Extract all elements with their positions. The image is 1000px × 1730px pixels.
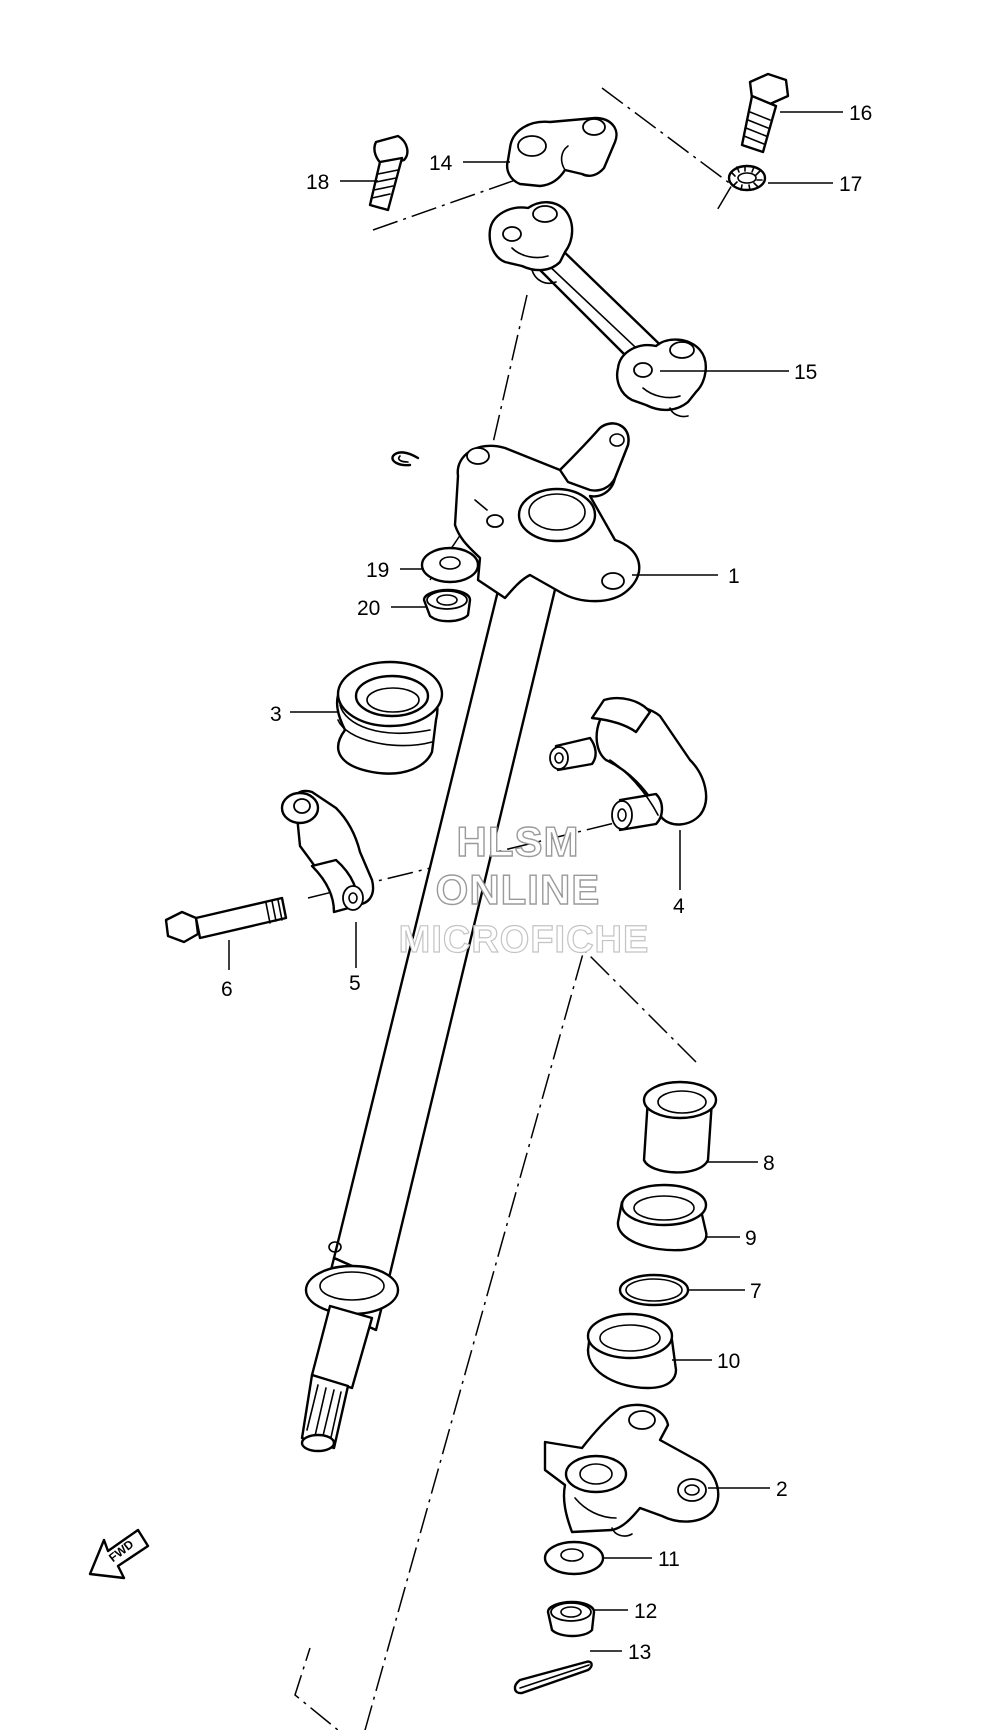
- watermark-line-2: ONLINE: [436, 866, 601, 913]
- callout-15: 15: [794, 361, 817, 384]
- callout-numbers: 1 2 3 4 5 6 7 8 9 10 11 12 13 14 15 16 1…: [221, 102, 872, 1664]
- part-13-cotter-pin: [513, 1660, 593, 1695]
- forward-arrow-icon: FWD: [88, 1528, 150, 1580]
- callout-9: 9: [745, 1227, 757, 1250]
- part-12-castle-nut: [546, 1600, 596, 1638]
- callout-7: 7: [750, 1280, 762, 1303]
- part-4-shaft-holder: [549, 696, 708, 832]
- callout-12: 12: [634, 1600, 657, 1623]
- part-14-handlebar-clamp-cap: [506, 116, 618, 188]
- part-9-seal: [616, 1183, 708, 1252]
- callout-3: 3: [270, 703, 282, 726]
- part-15-handlebar: [488, 201, 707, 418]
- part-10-seal: [586, 1312, 678, 1390]
- callout-20: 20: [357, 597, 380, 620]
- part-7-o-ring: [618, 1273, 690, 1307]
- callout-4: 4: [673, 895, 685, 918]
- callout-17: 17: [839, 173, 862, 196]
- callout-11: 11: [658, 1548, 680, 1571]
- part-20-nut: [422, 588, 472, 623]
- watermark: HLSM ONLINE MICROFICHE: [398, 817, 650, 961]
- part-2-steering-arm: [543, 1403, 720, 1537]
- callout-14: 14: [429, 152, 453, 175]
- leader-lines: [228, 111, 843, 1652]
- callout-6: 6: [221, 978, 233, 1001]
- callout-16: 16: [849, 102, 872, 125]
- part-3-bushing-boot: [335, 660, 444, 775]
- part-11-washer: [543, 1540, 605, 1576]
- callout-19: 19: [366, 559, 389, 582]
- part-8-bushing: [642, 1080, 718, 1174]
- part-17-lock-washer: [727, 164, 767, 192]
- part-16-bolt: [740, 72, 790, 154]
- part-18-bolt: [368, 134, 409, 212]
- part-5-shaft-clamp: [280, 789, 375, 914]
- callout-13: 13: [628, 1641, 651, 1664]
- callout-18: 18: [306, 171, 329, 194]
- watermark-line-1: HLSM: [457, 818, 580, 865]
- callout-1: 1: [728, 565, 740, 588]
- part-1-upper-bracket: [391, 422, 641, 603]
- callout-8: 8: [763, 1152, 775, 1175]
- part-6-long-bolt: [164, 896, 288, 944]
- callout-5: 5: [349, 972, 361, 995]
- watermark-line-3: MICROFICHE: [399, 919, 650, 961]
- callout-10: 10: [717, 1350, 740, 1373]
- part-19-washer: [420, 546, 480, 584]
- callout-2: 2: [776, 1478, 788, 1501]
